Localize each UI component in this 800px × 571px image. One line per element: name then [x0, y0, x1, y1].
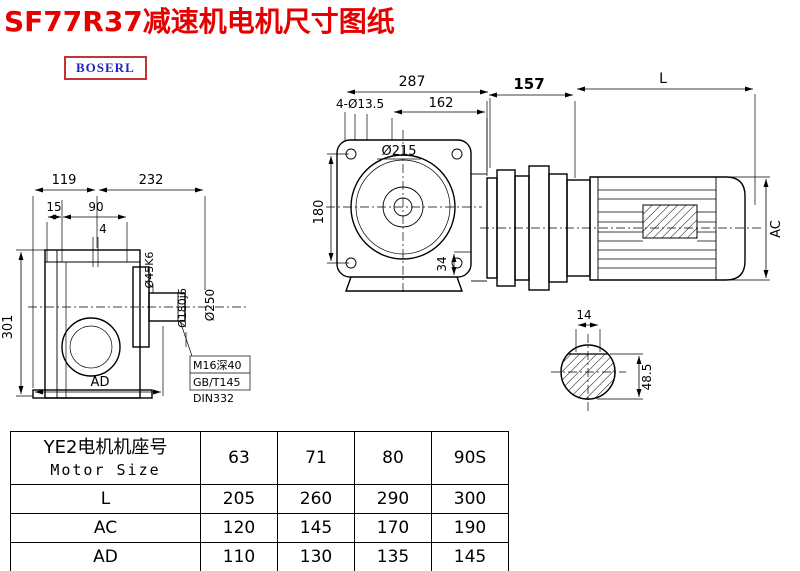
- row-label-ac: AC: [10, 513, 201, 543]
- note-standard: GB/T145: [193, 376, 241, 389]
- dim-key-width: 14: [576, 308, 591, 322]
- note-tap: M16深40: [193, 359, 242, 372]
- motor-view: [480, 165, 762, 291]
- size-col-63: 63: [200, 431, 278, 485]
- motor-size-table: YE2电机机座号 Motor Size 63 71 80 90S L 205 2…: [10, 431, 509, 571]
- cell-l-90s: 300: [431, 484, 509, 514]
- cell-l-63: 205: [200, 484, 278, 514]
- size-col-80: 80: [354, 431, 432, 485]
- table-row-ad: AD 110 130 135 145: [10, 542, 509, 571]
- shaft-end-view: 14 48.5: [551, 308, 654, 412]
- cell-ac-90s: 190: [431, 513, 509, 543]
- dim-162: 162: [429, 96, 454, 111]
- table-row-l: L 205 260 290 300: [10, 484, 509, 514]
- motor-nameplate: [642, 204, 698, 239]
- dim-l: L: [659, 71, 667, 87]
- cell-l-80: 290: [354, 484, 432, 514]
- dim-232: 232: [139, 173, 164, 188]
- motor-dimensions: 157 L AC: [486, 71, 784, 281]
- size-table-container: YE2电机机座号 Motor Size 63 71 80 90S L 205 2…: [10, 431, 509, 571]
- dim-ac: AC: [769, 220, 784, 238]
- dim-ad: AD: [91, 375, 110, 390]
- dim-bore: Ø215: [381, 144, 416, 159]
- size-col-71: 71: [277, 431, 355, 485]
- cell-ad-71: 130: [277, 542, 355, 571]
- dim-119: 119: [52, 173, 77, 188]
- note-mounting-holes: 4-Ø13.5: [336, 97, 384, 111]
- cell-ad-90s: 145: [431, 542, 509, 571]
- label-spigot-dia: Ø180j6: [176, 288, 189, 328]
- table-header-row: YE2电机机座号 Motor Size 63 71 80 90S: [10, 431, 509, 485]
- size-col-90s: 90S: [431, 431, 509, 485]
- front-view-dimensions: 287 162 4-Ø13.5 Ø215 180 34: [312, 74, 491, 275]
- label-flange-dia: Ø250: [203, 289, 217, 321]
- dim-180: 180: [312, 200, 327, 225]
- dim-287: 287: [399, 74, 426, 90]
- row-label-l: L: [10, 484, 201, 514]
- table-title-en: Motor Size: [50, 461, 161, 479]
- cell-ac-71: 145: [277, 513, 355, 543]
- dim-301: 301: [1, 315, 16, 340]
- gearbox-side-view: [28, 249, 248, 399]
- table-row-ac: AC 120 145 170 190: [10, 513, 509, 543]
- dim-157: 157: [513, 75, 544, 93]
- gearbox-front-view: [326, 130, 487, 292]
- row-label-ad: AD: [10, 542, 201, 571]
- dim-90: 90: [88, 200, 103, 214]
- page-title: SF77R37减速机电机尺寸图纸: [4, 5, 395, 38]
- note-din: DIN332: [193, 392, 234, 405]
- side-view-dimensions: 301 119 232 15 90 4 AD: [1, 173, 251, 405]
- table-header-cell: YE2电机机座号 Motor Size: [10, 431, 201, 485]
- brand-logo: BOSERL: [64, 56, 147, 80]
- cell-ad-80: 135: [354, 542, 432, 571]
- dim-34: 34: [435, 256, 449, 271]
- dim-4: 4: [99, 222, 107, 236]
- cell-ac-80: 170: [354, 513, 432, 543]
- dim-shaft-height: 48.5: [640, 364, 654, 391]
- cell-ad-63: 110: [200, 542, 278, 571]
- label-shaft-dia: Ø45K6: [143, 252, 156, 289]
- cell-l-71: 260: [277, 484, 355, 514]
- cell-ac-63: 120: [200, 513, 278, 543]
- dim-15: 15: [46, 200, 61, 214]
- table-title-cn: YE2电机机座号: [43, 437, 168, 458]
